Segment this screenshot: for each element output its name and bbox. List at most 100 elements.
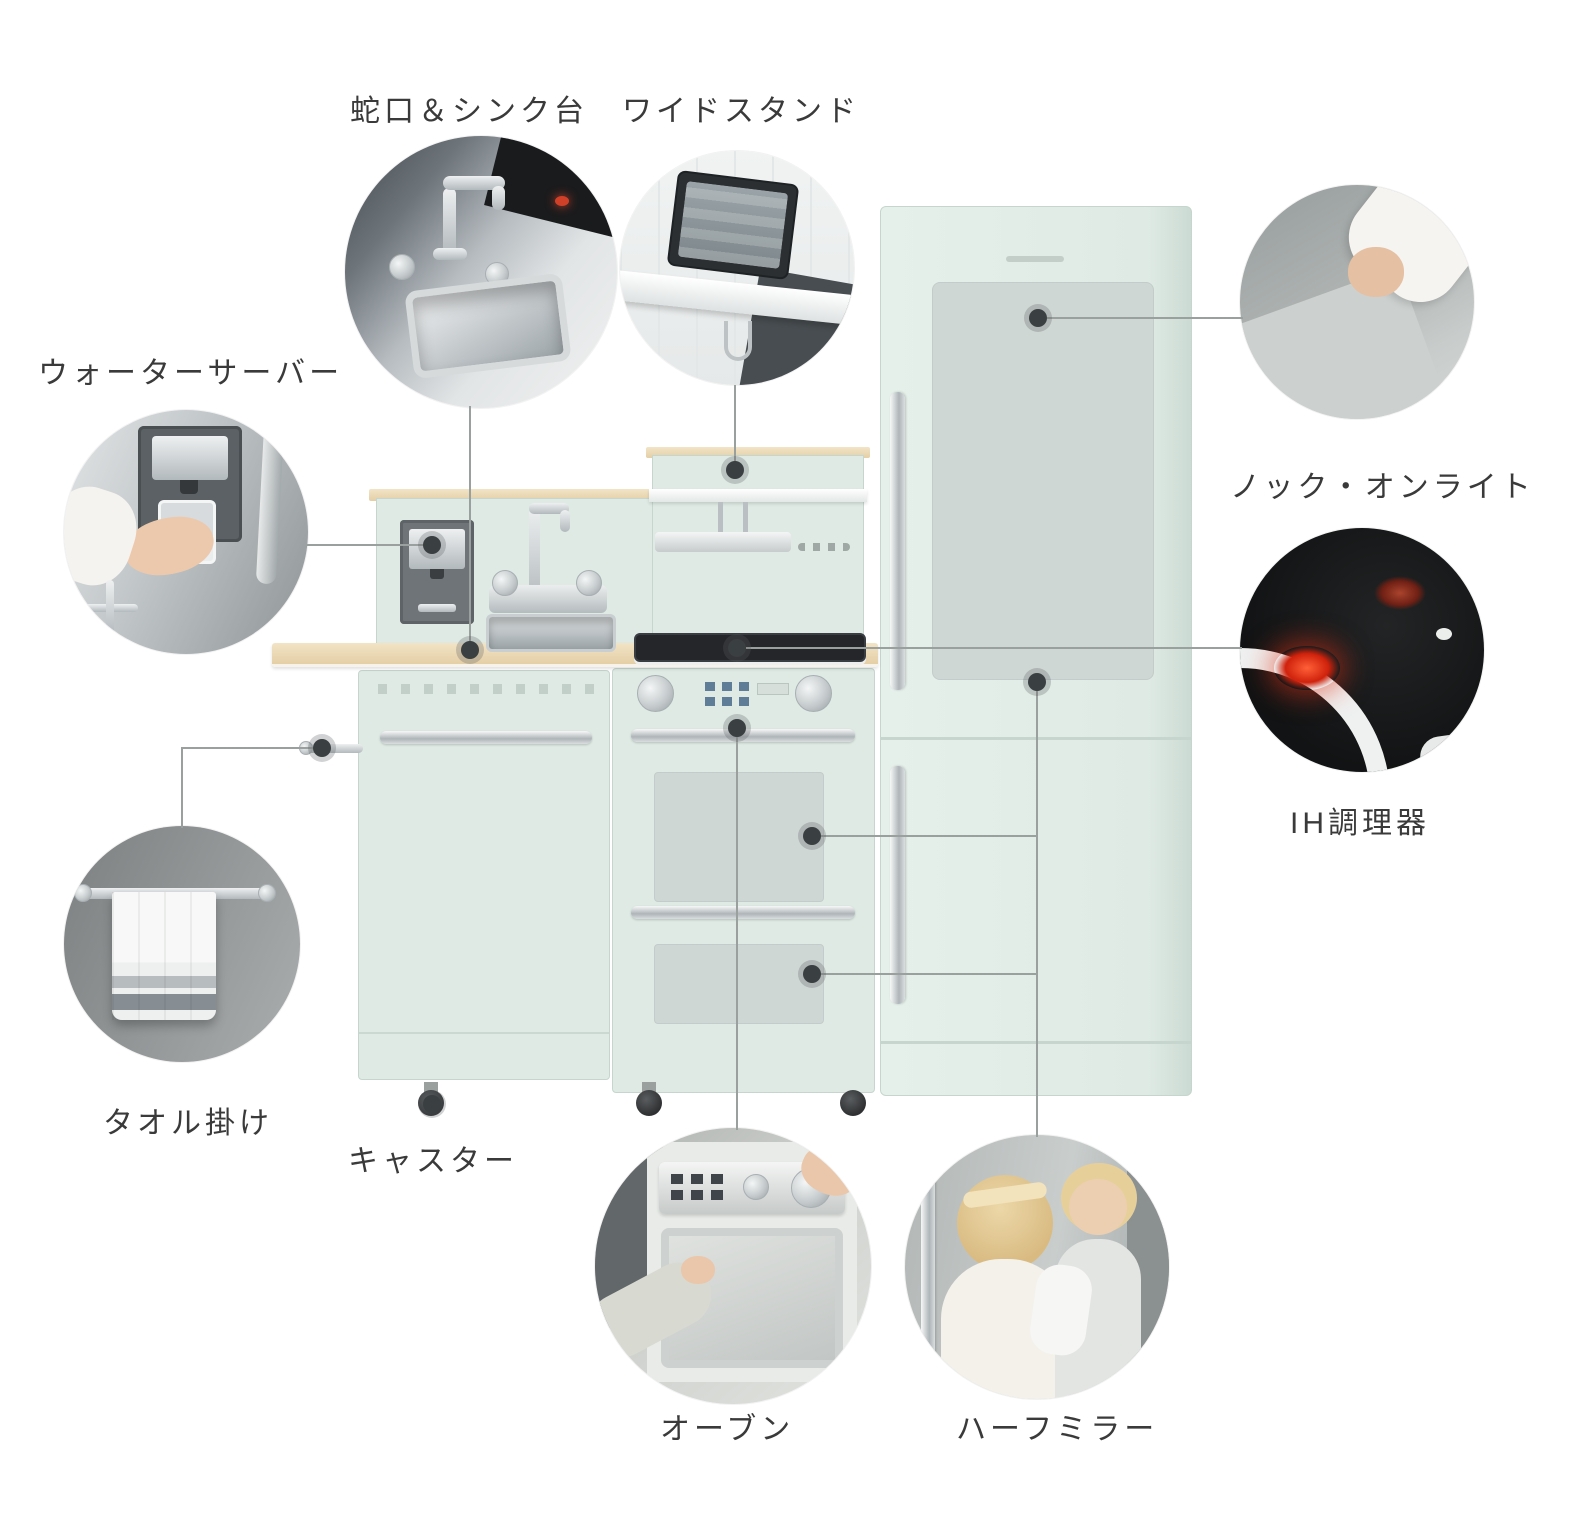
label-water-server: ウォーターサーバー: [38, 357, 344, 390]
oven-door-mirror-lower: [654, 944, 824, 1024]
anchor-faucet-sink: [461, 641, 479, 659]
water-dispenser-spout: [430, 569, 444, 579]
label-faucet-sink: 蛇口＆シンク台: [350, 95, 588, 128]
sink-tap-handle-left: [492, 570, 518, 596]
anchor-oven: [728, 719, 746, 737]
oven-knob-left: [637, 675, 674, 712]
oven-knob-right: [795, 675, 832, 712]
dispenser-unit: [152, 436, 228, 480]
burner-bright-red: [1274, 646, 1340, 690]
oven-display: [757, 683, 789, 695]
label-wide-stand: ワイドスタンド: [622, 95, 860, 128]
shirt-sleeve: [64, 477, 147, 595]
photo-oven-buttons-row1: [671, 1174, 727, 1184]
sink-basin: [486, 614, 616, 652]
cabinet-control-icons: [378, 684, 594, 694]
connector-ih-cooktop: [746, 647, 1242, 649]
photo-faucet-tip: [492, 186, 505, 210]
oven-buttons-row2: [705, 697, 749, 706]
callout-photo-knock-on-light: [1240, 185, 1474, 419]
photo-faucet-base: [433, 248, 467, 260]
fridge-handle-lower: [890, 766, 905, 1004]
tap-cross-vertical: [106, 580, 114, 636]
callout-photo-oven: [595, 1128, 871, 1404]
connector-knock-on-light: [1047, 317, 1243, 319]
connector-mirror-lower-door: [821, 973, 1037, 975]
tablet-screen: [677, 181, 789, 269]
callout-photo-towel-rack: [64, 826, 300, 1062]
wide-stand-shelf: [649, 489, 867, 502]
fridge-handle-upper: [890, 392, 905, 690]
mirror-fridge-handle: [921, 1161, 935, 1357]
callout-photo-wide-stand: [620, 151, 854, 385]
photo-sink-basin: [404, 272, 572, 380]
label-oven: オーブン: [660, 1413, 795, 1446]
cabinet-kick-seam: [359, 1032, 609, 1034]
oven-door-mirror-upper: [654, 772, 824, 902]
cabinet-handle: [380, 731, 592, 744]
connector-mirror-vertical: [1036, 691, 1038, 1137]
anchor-mirror-oven-lower: [803, 965, 821, 983]
knock-fist: [1348, 247, 1404, 297]
stand-hook: [724, 321, 752, 361]
anchor-ih-cooktop: [728, 639, 746, 657]
callout-photo-water-server: [64, 410, 308, 654]
cooktop-white-edge: [1417, 726, 1484, 772]
connector-towel-vertical: [181, 747, 183, 828]
anchor-caster: [423, 1095, 441, 1113]
photo-faucet-pipe: [443, 188, 456, 254]
towel-fold-lines: [112, 892, 216, 1020]
oven-handle-lower: [631, 906, 855, 919]
photo-oven-knob-small: [743, 1174, 769, 1200]
connector-oven: [736, 737, 738, 1130]
dispenser-spout: [180, 480, 198, 494]
callout-photo-faucet-sink: [345, 136, 617, 408]
stand-wood-cap: [646, 447, 870, 458]
anchor-mirror-fridge: [1028, 673, 1046, 691]
connector-wide-stand: [734, 385, 736, 462]
towel-bar: [305, 744, 363, 753]
burner-dim-red: [1374, 576, 1426, 610]
towel-bar-cap-right: [258, 884, 276, 902]
towel-stripe-light: [112, 976, 216, 988]
caster-wheel-mid: [636, 1090, 662, 1116]
photo-oven-buttons-row2: [671, 1190, 727, 1200]
faucet-spout-tip: [560, 510, 570, 532]
connector-mirror-upper-door: [821, 835, 1037, 837]
anchor-water-server: [423, 536, 441, 554]
faucet-pipe: [529, 505, 540, 605]
faucet-arm: [529, 503, 569, 514]
callout-photo-half-mirror: [905, 1135, 1169, 1399]
sink-tap-handle-right: [576, 570, 602, 596]
towel-bar-cap-left: [74, 884, 92, 902]
vent-bar: [655, 532, 791, 552]
label-half-mirror: ハーフミラー: [956, 1413, 1159, 1446]
anchor-wide-stand: [726, 461, 744, 479]
anchor-mirror-oven-upper: [803, 827, 821, 845]
label-caster: キャスター: [348, 1145, 518, 1178]
label-knock-on-light: ノック・オンライト: [1230, 471, 1535, 504]
callout-photo-ih-cooktop: [1240, 528, 1484, 772]
girl-reflection-face: [1069, 1179, 1127, 1235]
fridge-brand-mark: [1006, 256, 1064, 262]
towel-stripe-dark: [112, 994, 216, 1010]
label-towel-rack: タオル掛け: [103, 1107, 273, 1140]
anchor-towel-rack: [313, 739, 331, 757]
water-dispenser-tray: [418, 604, 456, 612]
label-ih-cooktop: IH調理器: [1290, 807, 1430, 840]
connector-water-server: [306, 544, 432, 546]
control-dots-row: [798, 543, 850, 551]
oven-buttons-row1: [705, 682, 749, 691]
left-hand: [681, 1256, 715, 1284]
burner-red-dot: [555, 196, 569, 206]
oven-handle-upper: [631, 729, 855, 742]
photo-tap-handle-left: [389, 254, 415, 280]
connector-towel-horizontal: [182, 747, 315, 749]
caster-wheel-right: [840, 1090, 866, 1116]
anchor-knock-on-light: [1029, 309, 1047, 327]
cooktop-white-dot: [1436, 628, 1452, 640]
fridge-half-mirror-panel: [932, 282, 1154, 680]
photo-faucet-arm: [443, 176, 505, 190]
